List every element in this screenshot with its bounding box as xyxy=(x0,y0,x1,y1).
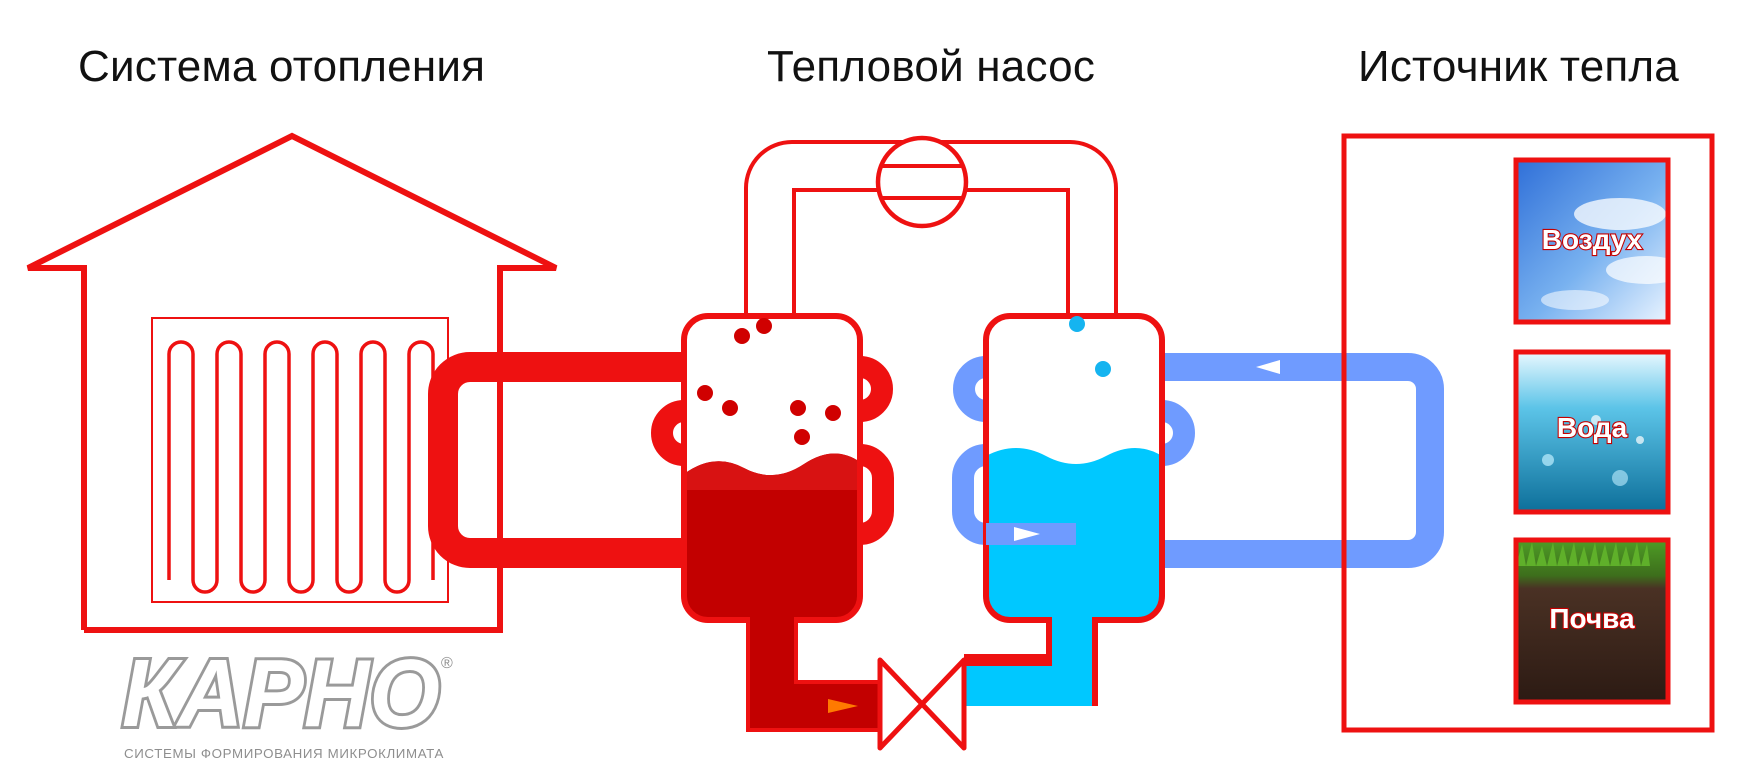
liquid-line-hot xyxy=(746,614,882,732)
svg-text:®: ® xyxy=(441,655,453,672)
source-air: Воздух xyxy=(1513,157,1686,325)
compressor-icon xyxy=(875,135,969,229)
evaporator-vessel xyxy=(983,313,1165,623)
heating-system-title: Система отопления xyxy=(78,42,486,91)
heating-loop-pipe xyxy=(428,352,684,568)
heat-source-title: Источник тепла xyxy=(1358,42,1679,91)
radiator-coil xyxy=(167,340,435,594)
liquid-line-cold xyxy=(964,614,1098,706)
flow-arrow-icon xyxy=(1256,360,1280,374)
source-soil: Почва xyxy=(1513,537,1671,705)
source-label: Вода xyxy=(1557,412,1628,443)
expansion-valve-icon xyxy=(877,657,967,751)
source-water: Вода xyxy=(1513,349,1671,515)
flow-arrow-icon xyxy=(1014,527,1040,541)
source-label: Почва xyxy=(1549,603,1635,634)
source-label: Воздух xyxy=(1542,224,1643,255)
flow-arrow-icon xyxy=(828,699,858,713)
svg-text:СИСТЕМЫ ФОРМИРОВАНИЯ МИКРОКЛИМ: СИСТЕМЫ ФОРМИРОВАНИЯ МИКРОКЛИМАТА xyxy=(124,746,444,761)
heat-pump-title: Тепловой насос xyxy=(767,42,1096,91)
company-logo: КАРНО ® СИСТЕМЫ ФОРМИРОВАНИЯ МИКРОКЛИМАТ… xyxy=(119,637,453,761)
heat-source-frame xyxy=(1341,133,1715,733)
svg-text:КАРНО: КАРНО xyxy=(122,640,440,747)
source-loop-pipe xyxy=(1162,353,1444,568)
condenser-vessel xyxy=(681,313,863,623)
